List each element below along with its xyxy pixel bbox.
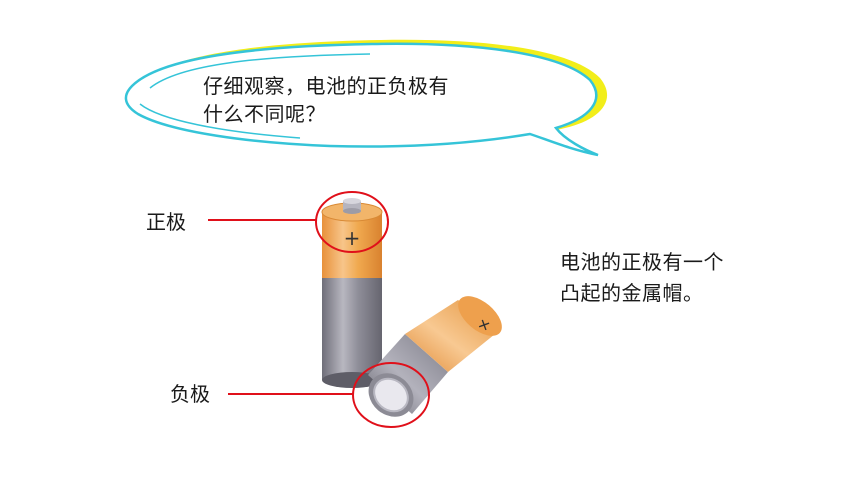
upright-plus-sign: + bbox=[344, 226, 361, 250]
explanation-line-1: 电池的正极有一个 bbox=[560, 250, 724, 274]
negative-end-face bbox=[373, 377, 409, 413]
bubble-text: 仔细观察，电池的正负极有 什么不同呢？ bbox=[203, 72, 533, 128]
upright-battery-gray-body bbox=[322, 276, 382, 380]
negative-label: 负极 bbox=[170, 382, 210, 406]
lying-battery bbox=[368, 296, 502, 417]
positive-cap bbox=[343, 201, 361, 211]
bubble-body bbox=[124, 42, 599, 157]
explanation-line-2: 凸起的金属帽。 bbox=[560, 281, 704, 305]
positive-callout-circle bbox=[315, 191, 389, 253]
upright-battery bbox=[321, 198, 383, 388]
positive-label: 正极 bbox=[146, 210, 186, 234]
upright-battery-orange-body bbox=[322, 212, 382, 278]
explanation-text: 电池的正极有一个 凸起的金属帽。 bbox=[560, 247, 790, 309]
lying-plus-sign: + bbox=[474, 313, 494, 337]
bubble-line-1: 仔细观察，电池的正负极有 bbox=[203, 74, 449, 98]
bubble-line-2: 什么不同呢？ bbox=[203, 102, 326, 126]
